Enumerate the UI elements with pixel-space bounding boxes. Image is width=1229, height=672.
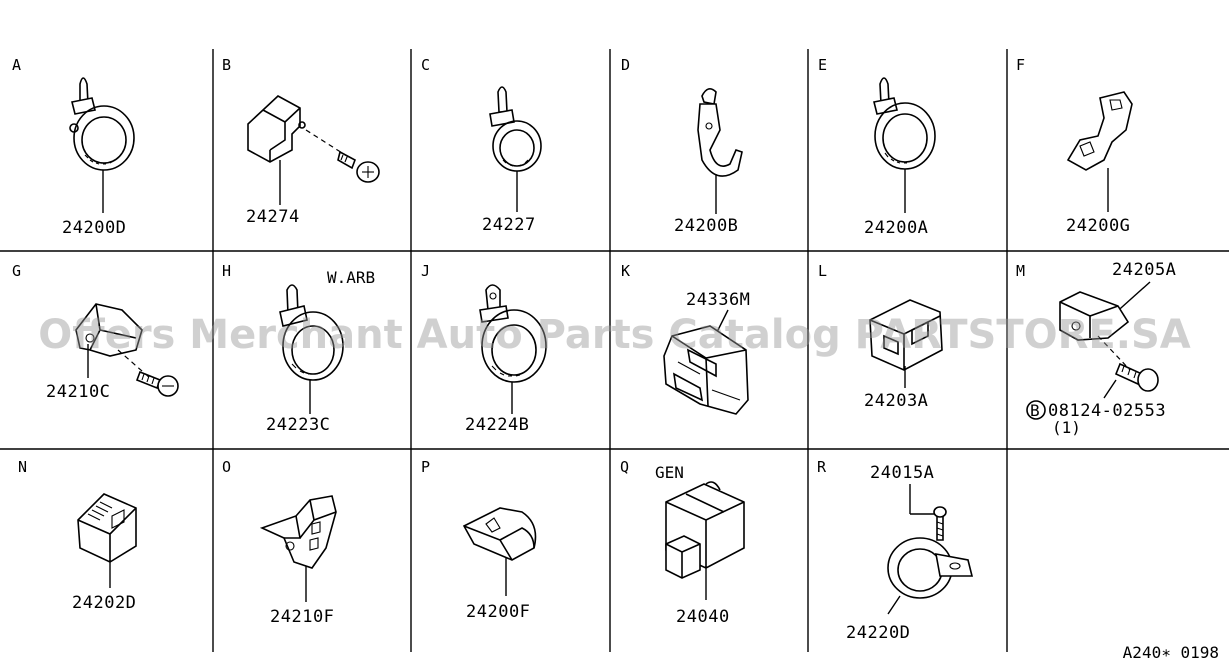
cell-q[interactable]: Q GEN 24040	[620, 458, 745, 627]
cell-l[interactable]: L 24203A	[818, 262, 943, 411]
cell-d[interactable]: D 24200B	[621, 56, 743, 236]
part-number: 24203A	[864, 391, 928, 411]
clip-icon	[1066, 91, 1133, 171]
band-clamp-icon	[489, 86, 542, 172]
part-number: 24274	[246, 207, 300, 227]
bolt-part-number: 08124-02553	[1048, 401, 1166, 421]
holder-block-icon	[665, 481, 745, 579]
screw-icon	[337, 150, 380, 183]
part-number: 24200B	[674, 216, 738, 236]
secondary-part-number: 24015A	[870, 463, 934, 483]
clip-block-icon	[869, 299, 943, 371]
connector-holder-icon	[663, 325, 749, 415]
cell-e[interactable]: E 24200A	[818, 56, 936, 238]
cell-f[interactable]: F 24200G	[1016, 56, 1133, 236]
band-clamp-icon	[479, 284, 547, 383]
hook-clip-icon	[697, 88, 743, 177]
bracket-icon	[247, 95, 306, 163]
cell-letter: G	[12, 262, 21, 280]
cell-letter: H	[222, 262, 231, 280]
part-number: 24200F	[466, 602, 530, 622]
cable-tie-clip-icon	[873, 77, 936, 170]
cell-g[interactable]: G 24210C	[12, 262, 179, 402]
leader-line	[1103, 379, 1117, 399]
part-number: 24200A	[864, 218, 928, 238]
cell-n[interactable]: N 24202D	[18, 458, 137, 613]
p-clamp-icon	[887, 537, 974, 599]
grid-lines	[0, 49, 1229, 652]
clip-bracket-icon	[75, 303, 143, 357]
cable-tie-clip-icon	[69, 77, 135, 171]
cell-j[interactable]: J 24224B	[421, 262, 547, 435]
cell-letter: P	[421, 458, 430, 476]
clip-icon	[462, 507, 537, 561]
bolt-symbol-circle	[1026, 400, 1046, 420]
part-number: 24224B	[465, 415, 529, 435]
part-number: 24200D	[62, 218, 126, 238]
connector-block-icon	[77, 493, 137, 563]
part-number: 24210C	[46, 382, 110, 402]
cell-letter: C	[421, 56, 430, 74]
part-number: 24210F	[270, 607, 334, 627]
part-number: 24227	[482, 215, 536, 235]
bolt-quantity: (1)	[1052, 418, 1081, 437]
screw-icon	[933, 506, 947, 541]
cell-b[interactable]: B 24274	[222, 56, 380, 227]
cell-letter: R	[817, 458, 827, 476]
cell-o[interactable]: O 24210F	[222, 458, 337, 627]
part-number: 24205A	[1112, 260, 1176, 280]
cell-letter: K	[621, 262, 630, 280]
variant-note: W.ARB	[327, 268, 375, 287]
bolt-symbol: B	[1030, 401, 1040, 420]
part-number: 24200G	[1066, 216, 1130, 236]
cell-a[interactable]: A 24200D	[12, 56, 135, 238]
part-number: 24040	[676, 607, 730, 627]
cell-r[interactable]: R 24015A 24220D	[817, 458, 974, 643]
cell-letter: O	[222, 458, 231, 476]
part-number: 24202D	[72, 593, 136, 613]
cell-letter: M	[1016, 262, 1025, 280]
cell-letter: E	[818, 56, 827, 74]
cell-letter: Q	[620, 458, 629, 476]
variant-note: GEN	[655, 463, 684, 482]
cell-c[interactable]: C 24227	[421, 56, 542, 235]
band-clamp-icon	[279, 284, 344, 381]
cell-letter: J	[421, 262, 430, 280]
leader-line	[887, 595, 901, 615]
dashed-guide	[117, 349, 151, 379]
part-number: 24220D	[846, 623, 910, 643]
bracket-icon	[1059, 291, 1130, 341]
cell-h[interactable]: H W.ARB 24223C	[222, 262, 375, 435]
bolt-icon	[135, 370, 179, 397]
cell-letter: D	[621, 56, 630, 74]
bolt-icon	[1114, 362, 1159, 392]
cell-p[interactable]: P 24200F	[421, 458, 537, 622]
cell-m[interactable]: M 24205A B 08124-02553 (1)	[1016, 260, 1176, 437]
diagram-code: A240∗ 0198	[1122, 643, 1219, 662]
dashed-guide	[1097, 335, 1131, 371]
cell-letter: N	[18, 458, 27, 476]
cell-letter: B	[222, 56, 231, 74]
part-number: 24223C	[266, 415, 330, 435]
cell-letter: F	[1016, 56, 1025, 74]
cell-k[interactable]: K 24336M	[621, 262, 750, 415]
bracket-icon	[259, 495, 337, 569]
cell-letter: A	[12, 56, 21, 74]
part-number: 24336M	[686, 290, 750, 310]
cell-letter: L	[818, 262, 827, 280]
